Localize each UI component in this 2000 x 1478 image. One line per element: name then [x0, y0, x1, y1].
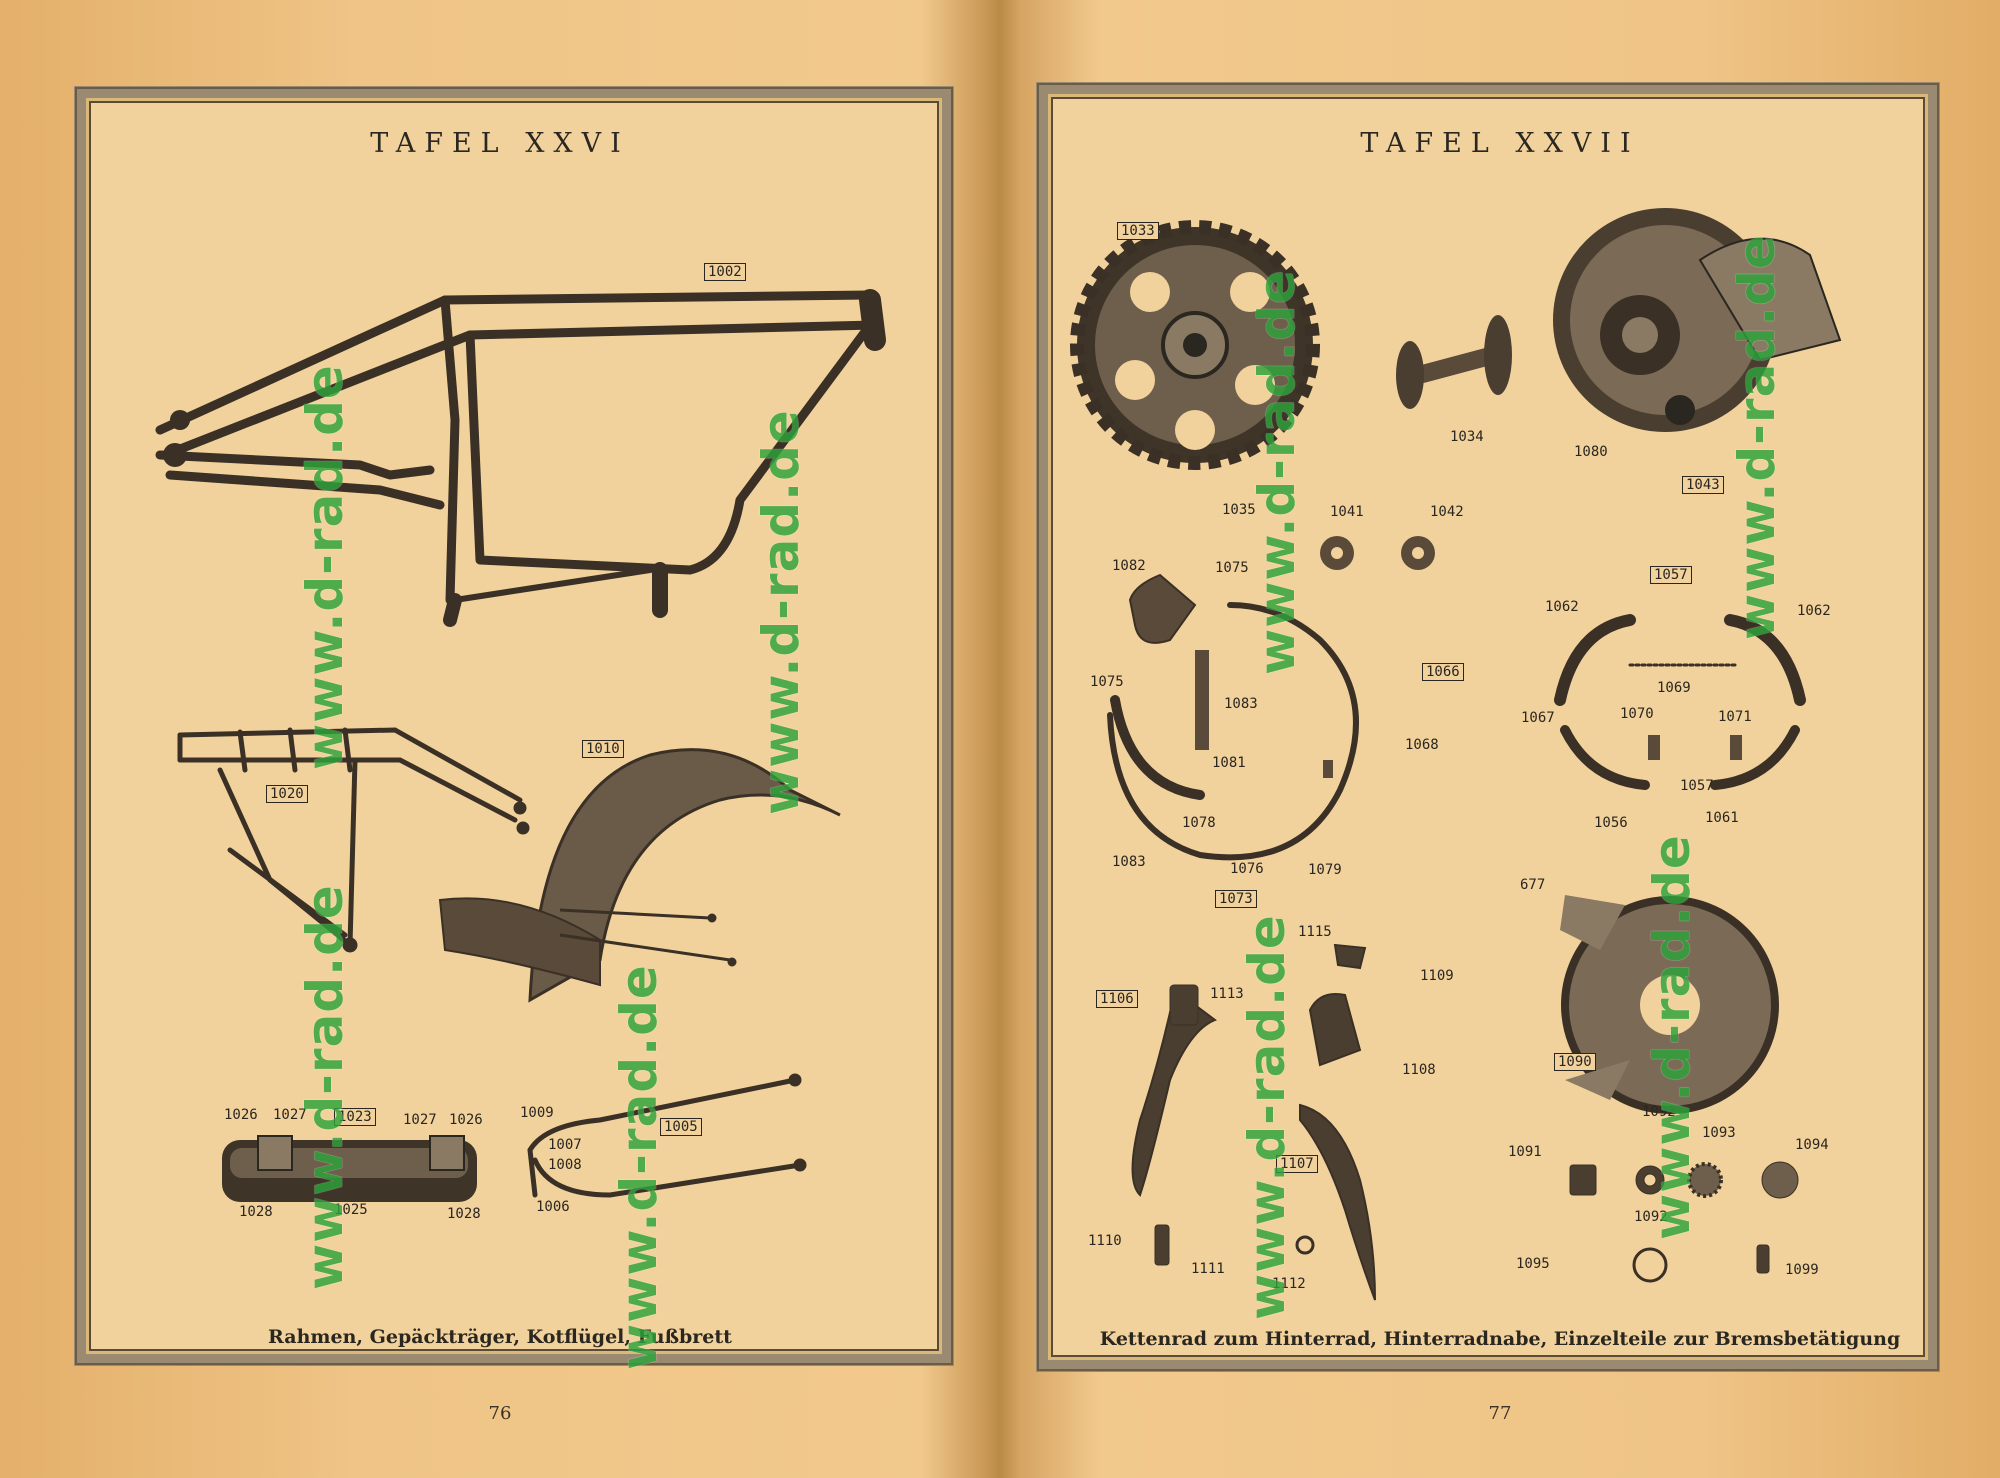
part-number-1107: 1107 [1276, 1155, 1318, 1173]
watermark-left-2: www.d-rad.de [296, 884, 354, 1290]
hub-illustration [1396, 315, 1512, 409]
frame-illustration [155, 289, 886, 627]
part-number-1006: 1006 [536, 1199, 570, 1215]
part-number-1027-small: 1027 [273, 1107, 307, 1123]
part-number-1043: 1043 [1682, 476, 1724, 494]
right-page-number: 77 [1488, 1403, 1512, 1424]
part-number-1093: 1093 [1702, 1125, 1736, 1141]
watermark-right-2: www.d-rad.de [1238, 914, 1296, 1320]
left-page: TAFEL XXVI [74, 86, 954, 1424]
right-page: TAFEL XXVII [1000, 0, 2000, 1478]
part-number-1066: 1066 [1422, 663, 1464, 681]
part-number-1033: 1033 [1117, 222, 1159, 240]
part-number-1007: 1007 [548, 1137, 582, 1153]
part-number-1027: 1027 [403, 1112, 437, 1128]
part-number-1078: 1078 [1182, 815, 1216, 831]
small-parts-illustration [1569, 1161, 1799, 1283]
watermark-right-3: www.d-rad.de [1643, 834, 1701, 1240]
part-number-luggage-rack: 1020 [266, 785, 308, 803]
part-number-1106: 1106 [1096, 990, 1138, 1008]
part-number-1090: 1090 [1554, 1053, 1596, 1071]
right-page-illustrations [1070, 208, 1842, 1301]
part-number-1023: 1023 [334, 1108, 376, 1126]
part-number-1069: 1069 [1657, 680, 1691, 696]
part-number-1113: 1113 [1210, 986, 1244, 1002]
part-number-1109: 1109 [1420, 968, 1454, 984]
part-number-1034: 1034 [1450, 429, 1484, 445]
part-number-1057: 1057 [1680, 778, 1714, 794]
part-number-1073: 1073 [1215, 890, 1257, 908]
part-number-1062-a: 1062 [1545, 599, 1579, 615]
watermark-left-1: www.d-rad.de [296, 364, 354, 770]
sprocket-illustration [1070, 220, 1320, 470]
part-number-1056: 1056 [1594, 815, 1628, 831]
part-number-fender: 1010 [582, 740, 624, 758]
luggage-rack-illustration [177, 727, 530, 953]
part-number-1067: 1067 [1521, 710, 1555, 726]
part-number-1028-b: 1028 [447, 1206, 481, 1222]
part-number-1081: 1081 [1212, 755, 1246, 771]
part-number-1075-b: 1075 [1090, 674, 1124, 690]
fender-illustration [438, 748, 841, 1003]
left-page-illustrations [155, 289, 886, 1202]
left-page-caption: Rahmen, Gepäckträger, Kotflügel, Fußbret… [268, 1326, 732, 1348]
left-page-number: 76 [488, 1403, 512, 1424]
part-number-1042: 1042 [1430, 504, 1464, 520]
part-number-1076: 1076 [1230, 861, 1264, 877]
part-number-1057-box: 1057 [1650, 566, 1692, 584]
part-number-677: 677 [1520, 877, 1546, 893]
part-number-1115: 1115 [1298, 924, 1332, 940]
part-number-1070: 1070 [1620, 706, 1654, 722]
part-number-1028-a: 1028 [239, 1204, 273, 1220]
part-number-1091: 1091 [1508, 1144, 1542, 1160]
watermark-left-4: www.d-rad.de [610, 964, 668, 1370]
left-page-title: TAFEL XXVI [370, 128, 630, 159]
part-number-1071: 1071 [1718, 709, 1752, 725]
brake-drum-illustration [1553, 208, 1842, 432]
part-number-1083-a: 1083 [1224, 696, 1258, 712]
part-number-1110: 1110 [1088, 1233, 1122, 1249]
part-number-1112: 1112 [1272, 1276, 1306, 1292]
part-number-1068: 1068 [1405, 737, 1439, 753]
footboard-illustration [222, 1135, 477, 1202]
part-number-1094: 1094 [1795, 1137, 1829, 1153]
watermark-right-4: www.d-rad.de [1728, 234, 1786, 640]
part-number-1025: 1025 [334, 1202, 368, 1218]
part-number-1061: 1061 [1705, 810, 1739, 826]
part-number-1005: 1005 [660, 1118, 702, 1136]
part-number-1041: 1041 [1330, 504, 1364, 520]
brake-band-illustration [1107, 573, 1359, 861]
fender-stays-illustration [527, 1073, 807, 1198]
brake-lever-illustration [1131, 943, 1376, 1301]
part-number-1092-b: 1092 [1634, 1209, 1668, 1225]
part-number-1083-b: 1083 [1112, 854, 1146, 870]
part-number-1026-b: 1026 [449, 1112, 483, 1128]
brake-plate-illustration [1560, 895, 1779, 1114]
part-number-1082: 1082 [1112, 558, 1146, 574]
part-number-1092-a: 1092 [1642, 1104, 1676, 1120]
part-number-1009: 1009 [520, 1105, 554, 1121]
watermark-left-3: www.d-rad.de [752, 409, 810, 815]
part-number-1026-a: 1026 [224, 1107, 258, 1123]
part-number-1079: 1079 [1308, 862, 1342, 878]
part-number-1095: 1095 [1516, 1256, 1550, 1272]
part-number-1108: 1108 [1402, 1062, 1436, 1078]
washers-illustration [1320, 536, 1435, 570]
part-number-1099: 1099 [1785, 1262, 1819, 1278]
part-number-1111: 1111 [1191, 1261, 1225, 1277]
part-number-1075-a: 1075 [1215, 560, 1249, 576]
right-page-caption: Kettenrad zum Hinterrad, Hinterradnabe, … [1099, 1328, 1901, 1350]
part-number-1080: 1080 [1574, 444, 1608, 460]
brake-shoes-illustration [1554, 614, 1806, 790]
part-number-frame: 1002 [704, 263, 746, 281]
part-number-1035: 1035 [1222, 502, 1256, 518]
part-number-1062-b: 1062 [1797, 603, 1831, 619]
watermark-right-1: www.d-rad.de [1248, 269, 1306, 675]
part-number-1008: 1008 [548, 1157, 582, 1173]
right-page-title: TAFEL XXVII [1360, 128, 1640, 159]
